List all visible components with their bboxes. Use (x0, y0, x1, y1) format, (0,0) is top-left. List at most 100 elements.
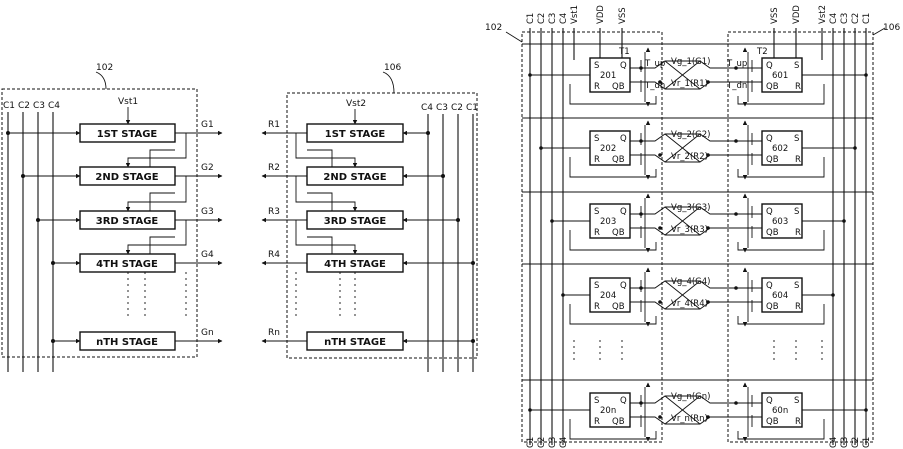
scan-driver-ref: 106 (384, 63, 401, 73)
left-stage-number: 204 (600, 291, 616, 301)
pin-q-right: Q (766, 396, 773, 406)
right-top-c2: C2 (851, 13, 861, 24)
left-bottom-c4: C4 (559, 437, 569, 448)
clock-label-c3: C3 (33, 101, 45, 111)
clock-label-b-c4: C4 (421, 103, 433, 113)
stage-label-3: 3RD STAGE (96, 216, 159, 227)
right-top-vst2: Vst2 (818, 5, 828, 24)
right-ref-label: 106 (883, 23, 900, 33)
left-stage-number: 20n (600, 406, 616, 416)
scan-driver-block: 106 C4 C3 C2 C1 Vst2 1ST STAGE 2ND STAGE… (262, 63, 478, 372)
pin-r-left: R (594, 155, 600, 165)
right-bottom-c3: C3 (840, 437, 850, 448)
output-label-g3: G3 (201, 207, 214, 217)
left-top-c1: C1 (526, 13, 536, 24)
vg-signal-label: Vg_2(G2) (671, 130, 711, 140)
gate-driver-ref: 102 (96, 63, 113, 73)
pin-r-left: R (594, 302, 600, 312)
stage-label-1: 1ST STAGE (97, 129, 158, 140)
left-bottom-c1: C1 (526, 437, 536, 448)
right-top-c3: C3 (840, 13, 850, 24)
stage-label-bn: nTH STAGE (324, 337, 386, 348)
pin-qb-left: QB (612, 302, 625, 312)
pin-qb-left: QB (612, 228, 625, 238)
pin-qb-right: QB (766, 82, 779, 92)
output-label-rn: Rn (268, 328, 280, 338)
pin-q-right: Q (766, 281, 773, 291)
clock-label-c4: C4 (48, 101, 60, 111)
clock-label-b-c2: C2 (451, 103, 463, 113)
left-top-vdd: VDD (596, 5, 606, 24)
t2-label: T2 (756, 47, 768, 57)
stage-label-4: 4TH STAGE (96, 259, 158, 270)
t1-label: T1 (618, 47, 630, 57)
stage-label-b1: 1ST STAGE (325, 129, 386, 140)
pin-qb-right: QB (766, 155, 779, 165)
clock-label-b-c1: C1 (466, 103, 478, 113)
right-bottom-c4: C4 (829, 437, 839, 448)
vg-signal-label: Vg_n(Gn) (671, 392, 710, 402)
left-bottom-c2: C2 (537, 437, 547, 448)
pin-r-right: R (795, 155, 801, 165)
start-pulse-label-b: Vst2 (346, 99, 366, 109)
stage-row: SQRQB203QSQBR603Vg_3(G3)Vr_3(R3) (550, 194, 846, 252)
pin-r-right: R (795, 417, 801, 427)
pin-r-right: R (795, 228, 801, 238)
stage-label-2: 2ND STAGE (95, 172, 158, 183)
t-dn-label: T_dn (644, 81, 665, 91)
right-stage-number: 603 (772, 217, 788, 227)
stage-label-b4: 4TH STAGE (324, 259, 386, 270)
pin-s-right: S (794, 207, 799, 217)
pin-qb-right: QB (766, 417, 779, 427)
left-stage-number: 201 (600, 71, 616, 81)
output-label-r2: R2 (268, 163, 280, 173)
pin-s-left: S (594, 281, 599, 291)
vg-signal-label: Vg_1(G1) (671, 57, 711, 67)
t-up-right-label: T_up (726, 59, 747, 69)
start-pulse-label-a: Vst1 (118, 97, 138, 107)
pin-s-right: S (794, 281, 799, 291)
left-ref-label: 102 (485, 23, 502, 33)
pin-q-left: Q (620, 207, 627, 217)
pin-r-left: R (594, 82, 600, 92)
clock-label-c2: C2 (18, 101, 30, 111)
left-top-c4: C4 (559, 13, 569, 24)
clock-label-b-c3: C3 (436, 103, 448, 113)
pin-qb-left: QB (612, 82, 625, 92)
pin-q-right: Q (766, 61, 773, 71)
left-stage-number: 203 (600, 217, 616, 227)
left-top-vst1: Vst1 (570, 5, 580, 24)
output-label-r3: R3 (268, 207, 280, 217)
pin-q-right: Q (766, 134, 773, 144)
stage-row: SQRQB202QSQBR602Vg_2(G2)Vr_2(R2) (539, 121, 857, 179)
pin-qb-right: QB (766, 228, 779, 238)
pin-qb-left: QB (612, 155, 625, 165)
output-label-gn: Gn (201, 328, 214, 338)
right-stage-number: 604 (772, 291, 788, 301)
right-top-vdd: VDD (792, 5, 802, 24)
pin-q-left: Q (620, 134, 627, 144)
output-label-g4: G4 (201, 250, 214, 260)
pin-s-right: S (794, 61, 799, 71)
t-up-label: T_up (644, 59, 665, 69)
pin-s-left: S (594, 134, 599, 144)
right-top-vss: VSS (770, 7, 780, 24)
pin-r-left: R (594, 228, 600, 238)
left-stage-number: 202 (600, 144, 616, 154)
right-stage-number: 602 (772, 144, 788, 154)
pin-s-left: S (594, 396, 599, 406)
pin-q-right: Q (766, 207, 773, 217)
right-stage-number: 601 (772, 71, 788, 81)
output-label-r1: R1 (268, 120, 280, 130)
pin-s-left: S (594, 61, 599, 71)
right-bottom-c2: C2 (851, 437, 861, 448)
right-bottom-c1: C1 (862, 437, 872, 448)
pin-s-left: S (594, 207, 599, 217)
stage-label-b2: 2ND STAGE (323, 172, 386, 183)
pin-s-right: S (794, 134, 799, 144)
vg-signal-label: Vg_3(G3) (671, 203, 711, 213)
pin-qb-right: QB (766, 302, 779, 312)
pin-r-right: R (795, 302, 801, 312)
pin-q-left: Q (620, 61, 627, 71)
